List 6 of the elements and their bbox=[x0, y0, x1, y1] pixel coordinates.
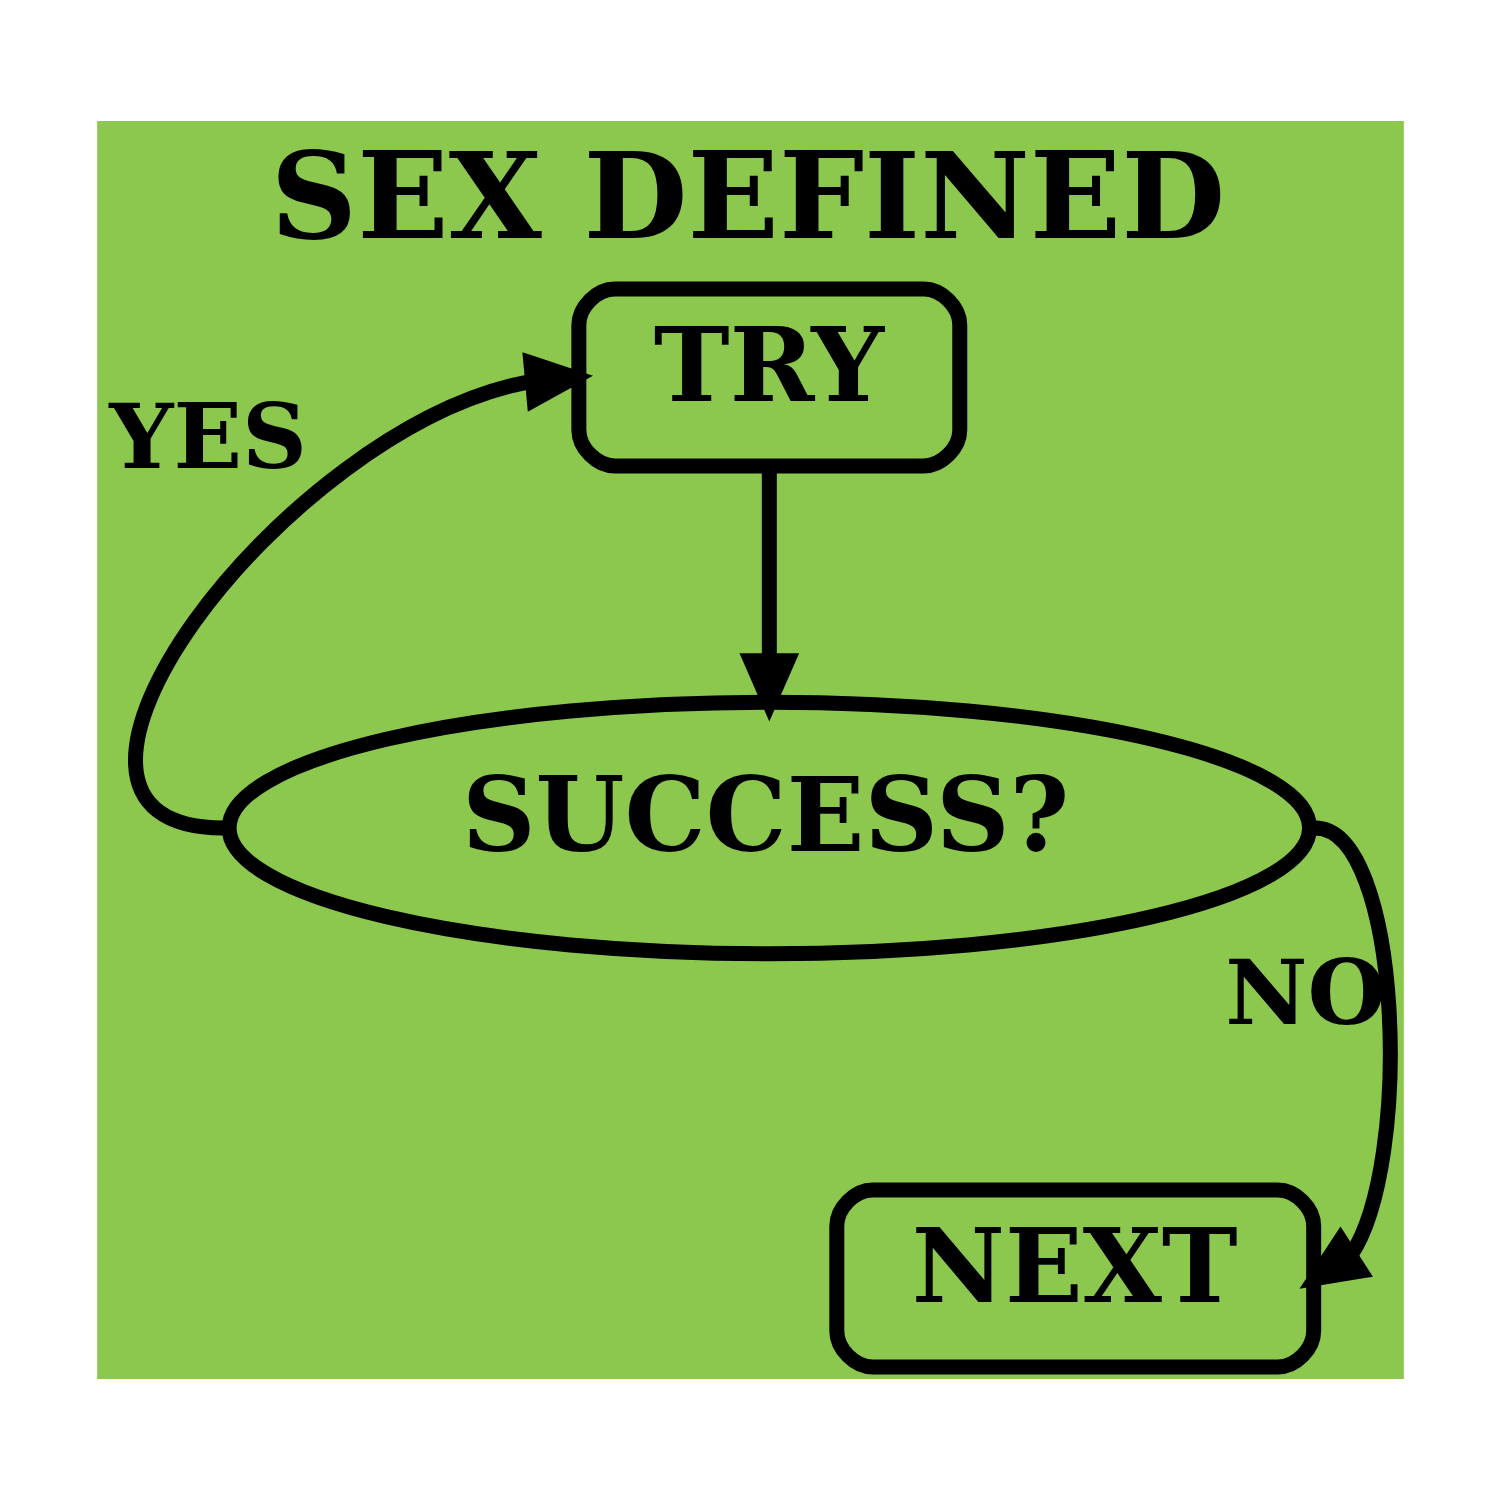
node-box: TRY bbox=[570, 281, 967, 474]
node-box: NEXT bbox=[828, 1182, 1321, 1375]
arrow bbox=[128, 352, 593, 836]
diagram-title: SEX DEFINED bbox=[270, 124, 1225, 266]
edge-label: YES bbox=[108, 383, 307, 489]
arrow bbox=[1298, 820, 1398, 1289]
